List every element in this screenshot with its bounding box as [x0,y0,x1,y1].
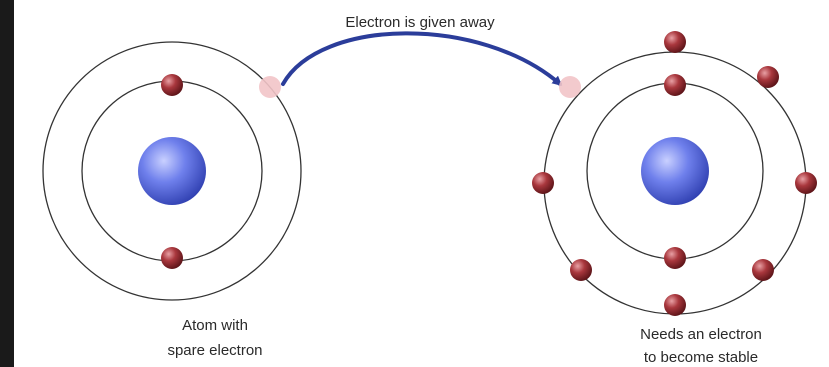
right-electron [795,172,817,194]
right-electron [664,294,686,316]
right-electron [752,259,774,281]
right-caption-line1: Needs an electron [640,326,762,343]
right-electron [757,66,779,88]
transfer-arrow [281,31,563,86]
right-electron [664,31,686,53]
left-caption-line1: Atom with [182,317,248,334]
arrow-label: Electron is given away [345,14,495,31]
right-electron [532,172,554,194]
left-electron [161,247,183,269]
right-electron [570,259,592,281]
left-electron [161,74,183,96]
right-nucleus [641,137,709,205]
left-outer-orbit [42,41,302,301]
given-away-electron-ghost [259,76,281,98]
right-atom [532,31,817,316]
left-caption-line2: spare electron [167,342,262,359]
received-electron-ghost [559,76,581,98]
left-nucleus [138,137,206,205]
right-electron [664,74,686,96]
right-caption-line2: to become stable [644,349,758,366]
left-atom [42,41,302,301]
right-electron [664,247,686,269]
